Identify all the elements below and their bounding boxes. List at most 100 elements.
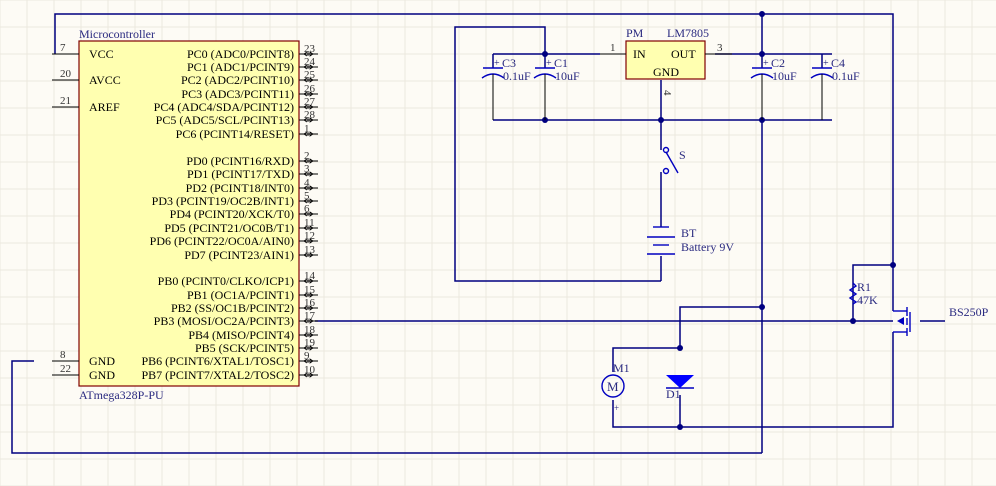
uc-pin-name: PD6 (PCINT22/OC0A/AIN0) bbox=[150, 234, 294, 248]
io-pin-icon bbox=[303, 372, 314, 378]
switch-designator: S bbox=[679, 148, 686, 162]
regulator-pin-out-num: 3 bbox=[717, 42, 723, 54]
uc-pin-name: PB1 (OC1A/PCINT1) bbox=[187, 288, 294, 302]
motor-symbol: M bbox=[607, 379, 619, 394]
wire-uc-gnd[interactable] bbox=[11, 360, 762, 454]
uc-pin-number: 10 bbox=[304, 364, 316, 376]
io-pin-icon bbox=[303, 131, 314, 137]
uc-pin-number: 2 bbox=[304, 150, 310, 162]
junction bbox=[759, 304, 765, 310]
uc-pin-name: PB2 (SS/OC1B/PCINT2) bbox=[171, 301, 294, 315]
uc-pin-number: 23 bbox=[304, 43, 316, 55]
wire-5v-right-down[interactable] bbox=[762, 13, 894, 265]
motor-designator: M1 bbox=[613, 361, 630, 375]
wire-r1-top[interactable] bbox=[852, 264, 893, 321]
uc-pin-name: PD4 (PCINT20/XCK/T0) bbox=[170, 207, 294, 221]
uc-pin-name: PC6 (PCINT14/RESET) bbox=[176, 127, 294, 141]
io-pin-icon bbox=[303, 318, 314, 324]
uc-pin-name: VCC bbox=[89, 47, 114, 61]
capacitor-designator: C4 bbox=[831, 56, 845, 70]
junction bbox=[658, 117, 664, 123]
wire-motor-top[interactable] bbox=[612, 347, 680, 372]
uc-pin-name: PB3 (MOSI/OC2A/PCINT3) bbox=[154, 314, 294, 328]
regulator-body[interactable] bbox=[625, 40, 706, 80]
io-pin-icon bbox=[303, 252, 314, 258]
uc-pin-number: 1 bbox=[304, 123, 310, 135]
wire-diode-top[interactable] bbox=[679, 306, 762, 348]
uc-pin-number: 3 bbox=[304, 163, 310, 175]
diode-triangle bbox=[666, 375, 694, 388]
io-pin-icon bbox=[303, 77, 314, 83]
diode-designator: D1 bbox=[666, 387, 681, 401]
uc-pin-name: PD0 (PCINT16/RXD) bbox=[186, 154, 294, 168]
io-pin-icon bbox=[303, 64, 314, 70]
uc-pin-name: PC3 (ADC3/PCINT11) bbox=[181, 87, 294, 101]
uc-pin-number: 4 bbox=[304, 177, 310, 189]
uc-pin-name: PD5 (PCINT21/OC0B/T1) bbox=[164, 221, 294, 235]
wire-vin-loop[interactable] bbox=[454, 26, 661, 282]
switch-s[interactable]: S bbox=[660, 146, 686, 175]
uc-pin-name: PB6 (PCINT6/XTAL1/TOSC1) bbox=[142, 354, 295, 368]
motor-m1[interactable]: M M1 + bbox=[601, 361, 630, 413]
io-pin-icon bbox=[303, 211, 314, 217]
uc-pin-number: 19 bbox=[304, 337, 316, 349]
io-pin-icon bbox=[303, 51, 314, 57]
uc-pin-name: PD7 (PCINT23/AIN1) bbox=[184, 248, 294, 262]
io-pin-icon bbox=[303, 198, 314, 204]
capacitor-designator: C1 bbox=[554, 56, 568, 70]
capacitor-polarity: + bbox=[546, 58, 552, 69]
junction bbox=[850, 318, 856, 324]
uc-pin-number: 22 bbox=[60, 363, 71, 375]
uc-pin-name: GND bbox=[89, 368, 115, 382]
regulator-in-label: IN bbox=[633, 47, 646, 61]
uc-pin-number: 16 bbox=[304, 297, 316, 309]
uc-pin-number: 13 bbox=[304, 244, 316, 256]
mosfet-bs250p[interactable]: BS250P bbox=[892, 265, 989, 336]
uc-pin-number: 24 bbox=[304, 56, 316, 68]
battery-bt[interactable]: BT Battery 9V bbox=[647, 226, 734, 255]
uc-pin-name: PB0 (PCINT0/CLKO/ICP1) bbox=[158, 274, 294, 288]
uc-pin-number: 26 bbox=[304, 83, 316, 95]
diode-d1[interactable]: D1 bbox=[666, 375, 694, 401]
motor-polarity: + bbox=[614, 403, 619, 413]
uc-pin-name: PC2 (ADC2/PCINT10) bbox=[181, 73, 294, 87]
switch-contact-bottom bbox=[662, 167, 670, 175]
capacitor-c3[interactable]: +C30.1uF bbox=[481, 54, 531, 120]
switch-lever bbox=[665, 151, 679, 174]
uc-pin-number: 12 bbox=[304, 230, 315, 242]
capacitor-c4[interactable]: +C40.1uF bbox=[810, 54, 860, 120]
capacitor-polarity: + bbox=[823, 58, 829, 69]
wire-motor-bottom[interactable] bbox=[612, 332, 894, 428]
voltage-regulator[interactable]: PM LM7805 1 3 4 IN OUT GND bbox=[600, 26, 732, 96]
uc-pin-name: PC0 (ADC0/PCINT8) bbox=[187, 47, 294, 61]
resistor-r1[interactable]: R1 47K bbox=[848, 280, 878, 307]
capacitor-value: 0.1uF bbox=[503, 69, 531, 83]
mosfet-part: BS250P bbox=[949, 305, 989, 319]
capacitor-value: 10uF bbox=[772, 69, 797, 83]
capacitor-designator: C2 bbox=[771, 56, 785, 70]
uc-pin-number: 27 bbox=[304, 96, 316, 108]
switch-contact-top bbox=[662, 146, 670, 154]
uc-pin-number: 28 bbox=[304, 109, 316, 121]
uc-pin-name: AVCC bbox=[89, 73, 121, 87]
uc-pin-name: PD2 (PCINT18/INT0) bbox=[186, 181, 294, 195]
uc-body[interactable] bbox=[78, 40, 300, 387]
uc-pin-name: PD3 (PCINT19/OC2B/INT1) bbox=[152, 194, 294, 208]
wire-vcc-top[interactable] bbox=[54, 13, 762, 54]
io-pin-icon bbox=[303, 292, 314, 298]
uc-pin-name: PD1 (PCINT17/TXD) bbox=[187, 167, 294, 181]
uc-pin-number: 18 bbox=[304, 324, 316, 336]
uc-pin-number: 11 bbox=[304, 217, 315, 229]
resistor-zigzag bbox=[848, 282, 858, 305]
io-pin-icon bbox=[303, 158, 314, 164]
capacitor-polarity: + bbox=[494, 58, 500, 69]
junction bbox=[677, 345, 683, 351]
uc-pin-number: 20 bbox=[60, 68, 72, 80]
io-pin-icon bbox=[303, 91, 314, 97]
